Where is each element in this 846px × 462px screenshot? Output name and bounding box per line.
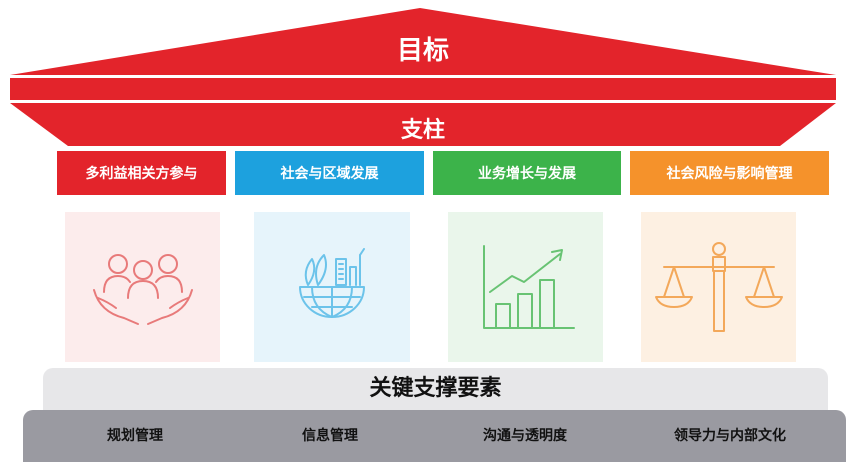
pillar-body-social-risk (641, 212, 796, 362)
roof-shape (10, 8, 836, 146)
support-title-bar (43, 368, 828, 410)
pillar-header-label: 社会风险与影响管理 (666, 166, 793, 182)
support-title: 关键支撑要素 (369, 376, 502, 401)
pillar-header-label: 多利益相关方参与 (85, 166, 198, 182)
pillar-title: 支柱 (400, 118, 445, 143)
pillar-body-stakeholder (65, 212, 220, 362)
pillar-header-social-risk: 社会风险与影响管理 (630, 151, 829, 195)
pillar-body-social-development (254, 212, 410, 362)
support-item-information: 信息管理 (302, 428, 358, 444)
support-items-bar (23, 410, 846, 462)
support-item-leadership: 领导力与内部文化 (674, 428, 786, 444)
pillar-header-business-growth: 业务增长与发展 (433, 151, 621, 195)
pillar-body-business-growth (448, 212, 603, 362)
support-item-planning: 规划管理 (107, 428, 163, 444)
pillar-header-label: 社会与区域发展 (280, 166, 379, 182)
balance-scale-icon (654, 242, 783, 332)
growth-chart-icon (482, 245, 575, 329)
pillar-header-label: 业务增长与发展 (478, 166, 576, 182)
city-on-globe-icon (299, 248, 365, 318)
support-item-communication: 沟通与透明度 (483, 428, 567, 444)
goal-title: 目标 (396, 36, 449, 66)
pillar-header-stakeholder: 多利益相关方参与 (57, 151, 226, 195)
pillar-header-social-development: 社会与区域发展 (235, 151, 424, 195)
people-in-hands-icon (92, 254, 193, 325)
